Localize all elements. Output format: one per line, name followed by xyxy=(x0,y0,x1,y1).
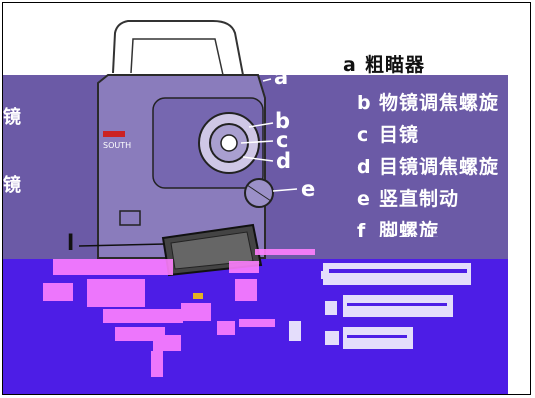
callout-c: c xyxy=(276,128,289,152)
label-text: 目镜调焦螺旋 xyxy=(379,156,500,178)
label-row-f: f 脚螺旋 xyxy=(357,217,439,237)
glitch-artifacts xyxy=(43,249,471,377)
label-key: f xyxy=(357,220,366,237)
brand-mark xyxy=(103,131,125,137)
label-key: d xyxy=(357,156,371,178)
label-row-b: b 物镜调焦螺旋 xyxy=(357,89,499,117)
side-glyph-upper: 镜 xyxy=(3,107,21,128)
label-row-d: d 目镜调焦螺旋 xyxy=(357,153,499,181)
label-key: c xyxy=(357,124,369,146)
callout-e: e xyxy=(301,177,316,201)
eyepiece-icon xyxy=(220,134,238,152)
brand-text: SOUTH xyxy=(103,141,131,150)
label-key: a xyxy=(343,54,356,76)
label-key: e xyxy=(357,188,370,210)
callout-d: d xyxy=(276,149,292,173)
carry-handle xyxy=(112,20,244,76)
label-key: b xyxy=(357,92,371,114)
callout-a: a xyxy=(274,65,289,89)
label-text: 物镜调焦螺旋 xyxy=(379,92,500,114)
label-text: 竖直制动 xyxy=(379,188,460,210)
label-row-a: a 粗瞄器 xyxy=(343,51,425,79)
callout-l: l xyxy=(67,231,75,255)
label-row-e: e 竖直制动 xyxy=(357,185,459,213)
label-text: 目镜 xyxy=(379,124,420,146)
total-station-illustration: SOUTH xyxy=(78,20,298,277)
label-row-c: c 目镜 xyxy=(357,121,419,149)
diagram-frame: SOUTH a b c d e l 镜 镜 a 粗瞄器 b 物镜调焦螺旋 c 目镜 d… xyxy=(2,2,531,395)
side-glyph-lower: 镜 xyxy=(3,175,21,196)
label-text: 脚螺旋 xyxy=(379,220,440,237)
label-text: 粗瞄器 xyxy=(365,54,426,76)
callout-b: b xyxy=(275,109,291,133)
